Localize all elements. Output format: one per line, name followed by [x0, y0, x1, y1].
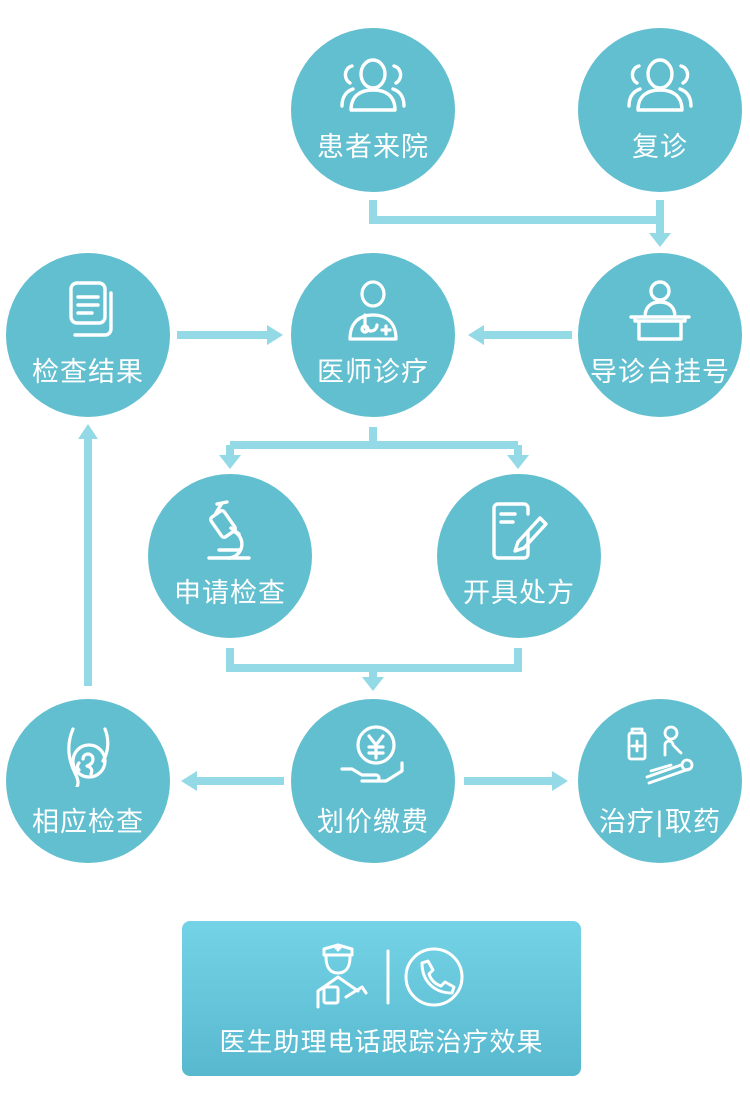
- node-request-exam: 申请检查: [148, 474, 312, 638]
- arrow-to-related-exam: [181, 771, 197, 791]
- arrow-to-payment: [362, 677, 384, 691]
- connector-payment-merge: [226, 648, 522, 672]
- arrow-to-prescription: [507, 455, 529, 469]
- node-label: 导诊台挂号: [590, 357, 730, 388]
- arrow-to-results: [78, 424, 98, 439]
- arrow-to-doctor-left: [267, 325, 283, 345]
- node-label: 治疗|取药: [598, 807, 722, 838]
- prescription-pen-icon: [492, 502, 548, 560]
- phone-icon: [404, 947, 464, 1007]
- arrow-to-request-exam: [219, 455, 241, 469]
- nurse-icon: [316, 943, 368, 1009]
- arrow-to-treatment: [552, 771, 568, 791]
- treatment-medicine-icon: [627, 725, 694, 785]
- patient-group-icon: [627, 58, 693, 112]
- microscope-icon: [207, 500, 251, 560]
- node-label: 医师诊疗: [317, 357, 429, 388]
- ultrasound-fetus-icon: [67, 727, 110, 787]
- node-prescription: 开具处方: [437, 474, 601, 638]
- yen-coin-hand-icon: [340, 725, 404, 783]
- node-revisit: 复诊: [578, 28, 742, 192]
- connector-arrivals-merge: [369, 200, 660, 224]
- node-treatment-medicine: 治疗|取药: [578, 699, 742, 863]
- node-check-results: 检查结果: [6, 253, 170, 417]
- node-patient-arrives: 患者来院: [291, 28, 455, 192]
- documents-icon: [69, 281, 113, 337]
- doctor-stethoscope-icon: [348, 280, 398, 341]
- node-label: 检查结果: [32, 357, 144, 388]
- followup-callout: 医生助理电话跟踪治疗效果: [182, 921, 581, 1076]
- arrow-to-registration: [649, 233, 671, 247]
- nurse-phone-icon: [316, 943, 464, 1009]
- node-related-exam: 相应检查: [6, 699, 170, 863]
- node-label: 患者来院: [317, 132, 429, 163]
- node-label: 相应检查: [32, 807, 144, 838]
- arrow-to-doctor-right: [468, 325, 484, 345]
- node-registration: 导诊台挂号: [578, 253, 742, 417]
- node-label: 复诊: [632, 132, 688, 163]
- patient-group-icon: [340, 58, 406, 112]
- node-doctor-diagnosis: 医师诊疗: [291, 253, 455, 417]
- followup-label: 医生助理电话跟踪治疗效果: [219, 1028, 544, 1058]
- reception-desk-icon: [629, 280, 691, 341]
- node-label: 划价缴费: [317, 807, 429, 838]
- node-pricing-payment: 划价缴费: [291, 699, 455, 863]
- node-label: 申请检查: [174, 578, 286, 609]
- node-label: 开具处方: [463, 578, 575, 609]
